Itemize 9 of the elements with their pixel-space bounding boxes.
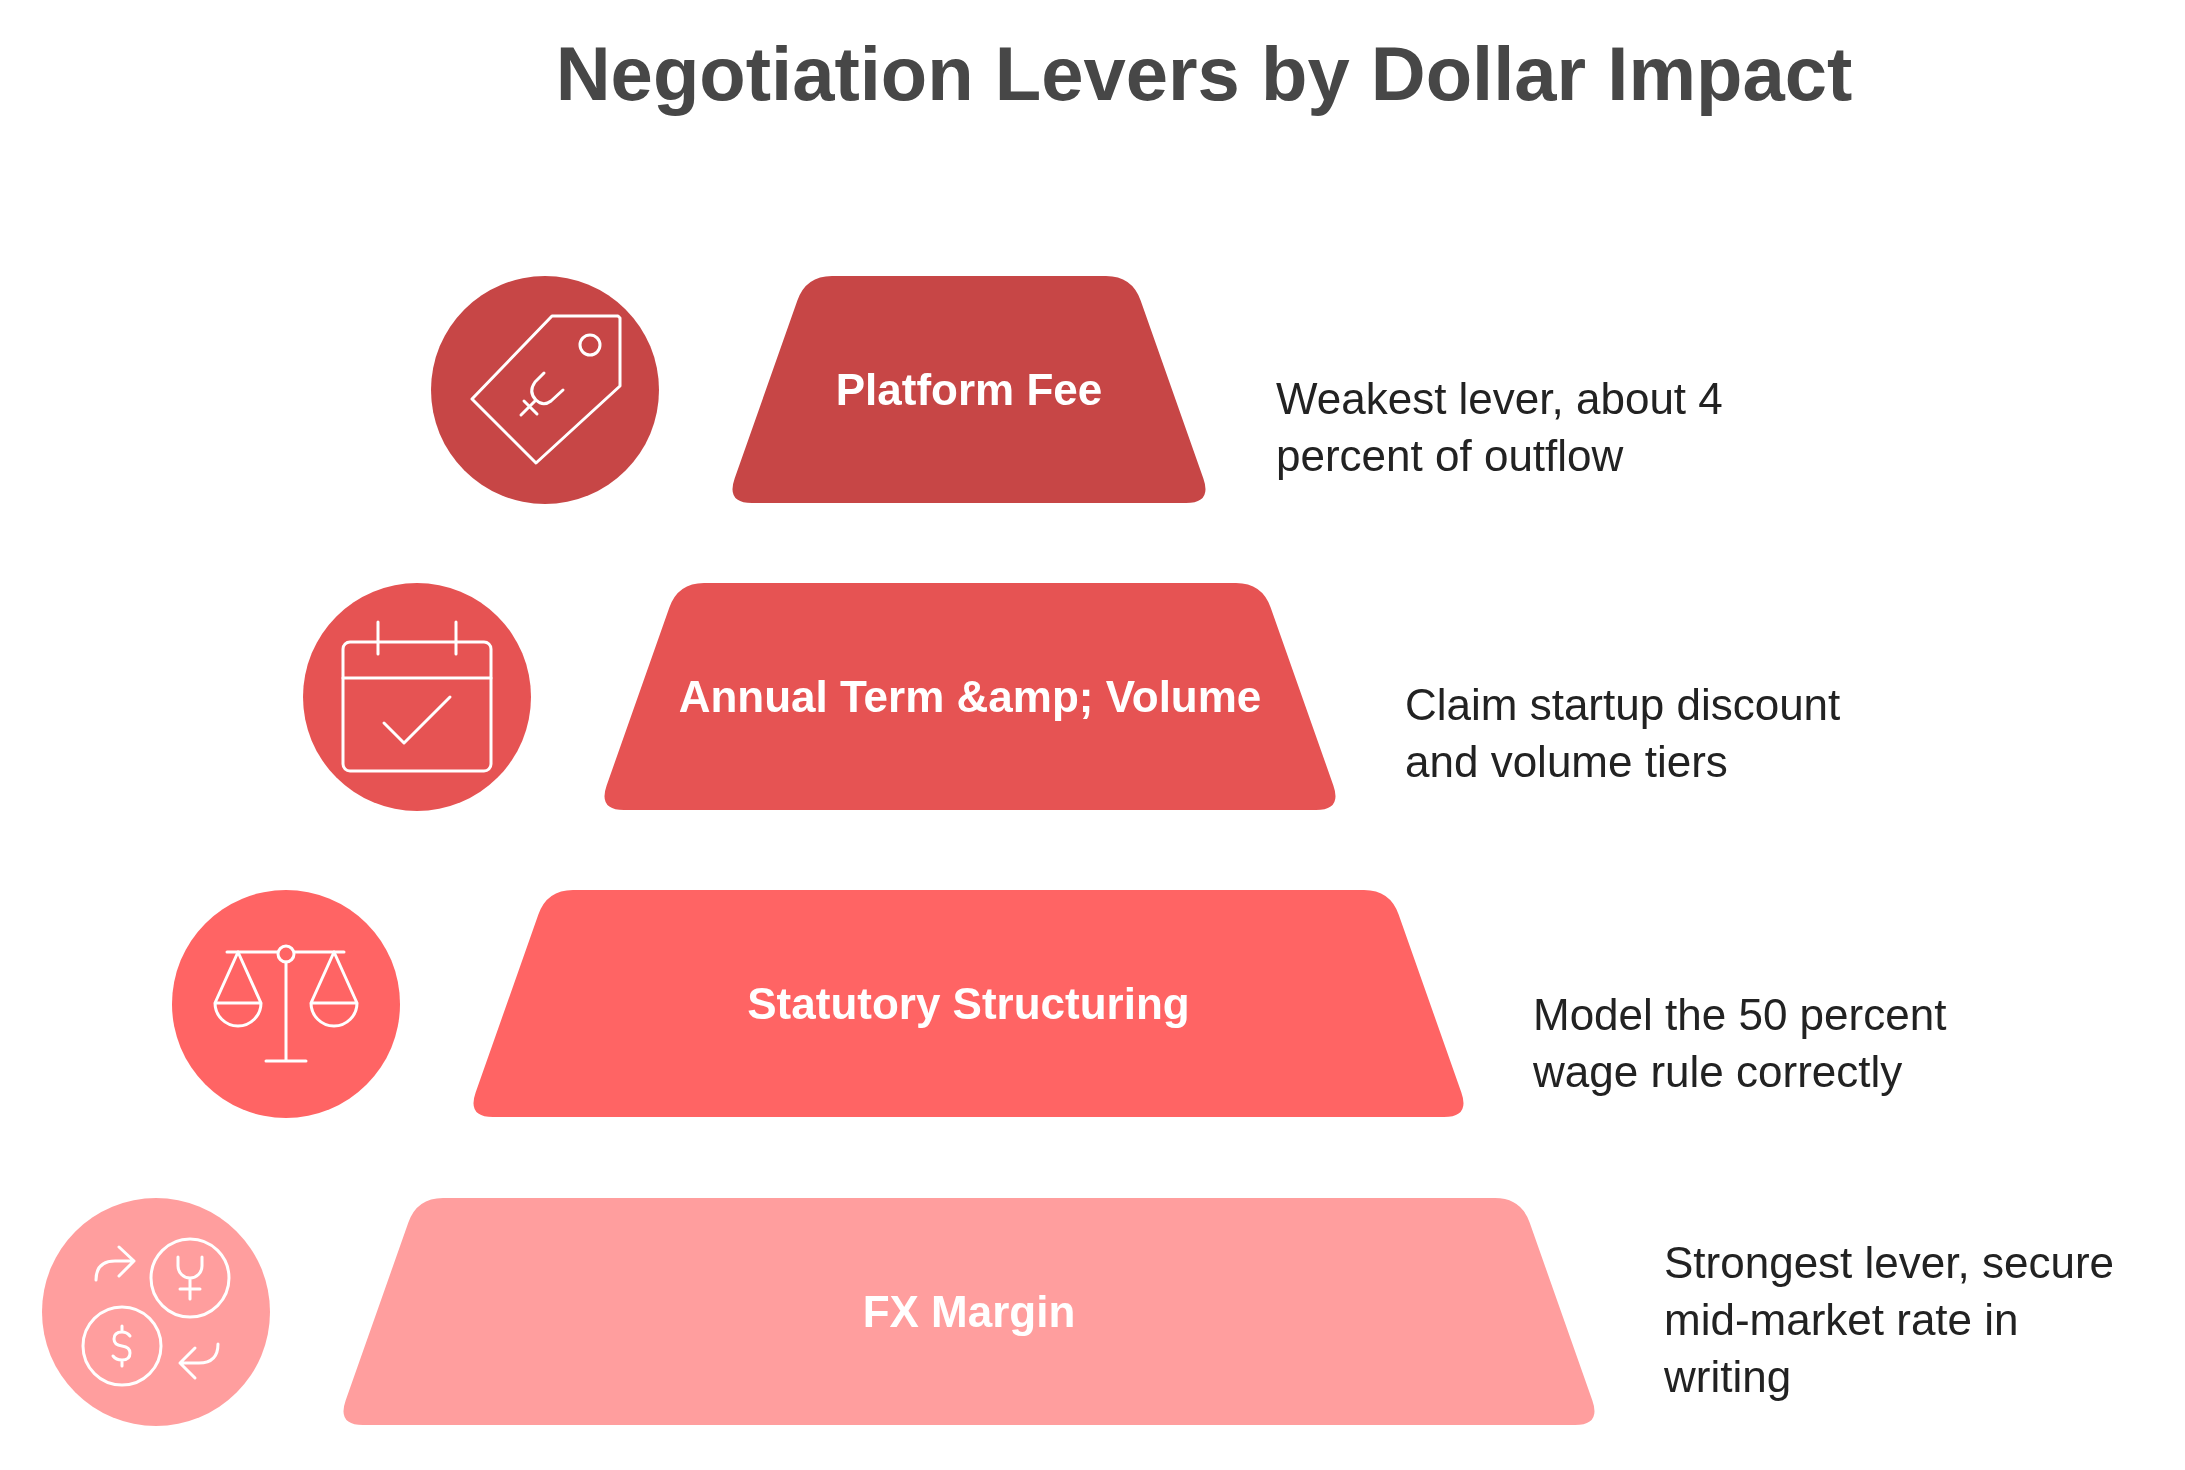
tier-description: Model the 50 percent wage rule correctly — [1533, 989, 1948, 1098]
tier-description: Strongest lever, secure mid-market rate in writing — [1664, 1237, 2115, 1403]
diagram-title: Negotiation Levers by Dollar Impact — [555, 30, 1853, 118]
tier-description: Weakest lever, about 4 percent of outflow — [1276, 373, 1724, 482]
tier-label: Annual Term &amp; Volume — [678, 670, 1262, 723]
tier-description: Claim startup discount and volume tiers — [1405, 679, 1842, 788]
tier-label: Platform Fee — [835, 363, 1103, 416]
tier-label: Statutory Structuring — [747, 977, 1190, 1030]
tier-label: FX Margin — [862, 1285, 1076, 1338]
